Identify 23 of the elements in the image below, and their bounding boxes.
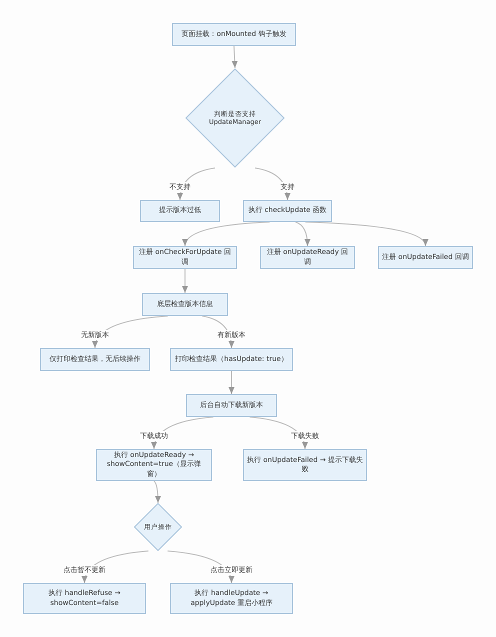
process-box [133, 246, 237, 269]
process-box [142, 293, 228, 316]
arrow [182, 268, 188, 294]
process-box [170, 583, 293, 614]
process-box [23, 583, 146, 614]
process-box [378, 246, 473, 269]
decision-diamond [185, 68, 285, 168]
arrow [154, 480, 161, 504]
process-box [140, 200, 220, 222]
arrow [232, 46, 238, 68]
process-box [243, 449, 367, 481]
arrow [228, 370, 234, 394]
process-box [172, 23, 296, 46]
arrow [295, 222, 310, 246]
process-box [170, 348, 293, 371]
process-box [186, 394, 277, 417]
decision-diamond [134, 503, 182, 551]
process-box [243, 200, 332, 222]
process-box [260, 246, 355, 269]
arrow [304, 222, 427, 246]
process-box [40, 348, 150, 371]
arrow [183, 222, 270, 246]
process-box [96, 449, 212, 481]
